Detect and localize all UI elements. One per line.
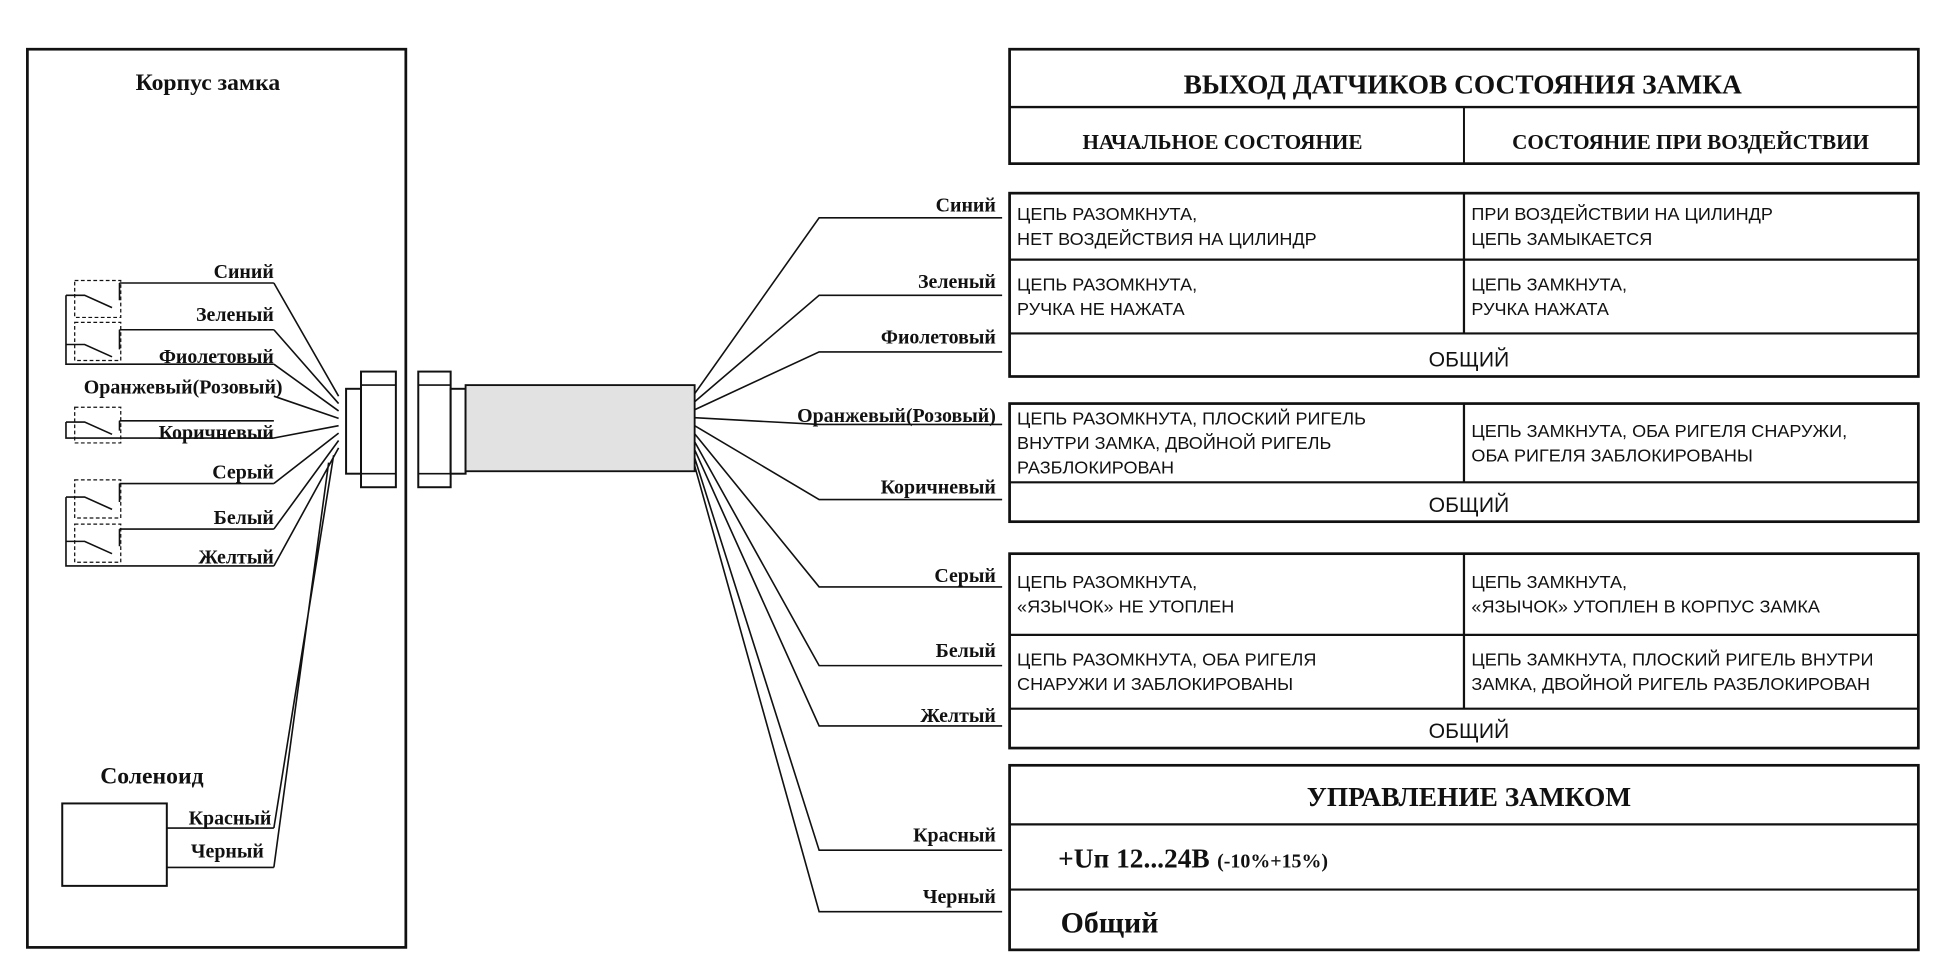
housing-wire-label: Зеленый	[196, 304, 274, 326]
state-cell-active: ОБА РИГЕЛЯ ЗАБЛОКИРОВАНЫ	[1471, 445, 1752, 465]
state-cell-active: РУЧКА НАЖАТА	[1471, 299, 1609, 319]
state-cell-initial: ЦЕПЬ РАЗОМКНУТА,	[1017, 274, 1197, 294]
state-cell-initial: ВНУТРИ ЗАМКА, ДВОЙНОЙ РИГЕЛЬ	[1017, 432, 1331, 453]
housing-wire-label: Фиолетовый	[159, 346, 274, 368]
state-cell-active: ЦЕПЬ ЗАМЫКАЕТСЯ	[1471, 229, 1652, 249]
state-cell-active: ЦЕПЬ ЗАМКНУТА, ОБА РИГЕЛЯ СНАРУЖИ,	[1471, 421, 1847, 441]
supply-voltage-row: +Uп 12...24В (-10%+15%)	[1058, 844, 1328, 874]
control-table-title: УПРАВЛЕНИЕ ЗАМКОМ	[1307, 782, 1631, 812]
cable-wire	[694, 294, 1003, 403]
common-cell: ОБЩИЙ	[1429, 719, 1510, 743]
supply-tolerance: (-10%+15%)	[1217, 851, 1328, 873]
cable-wire	[693, 216, 1003, 395]
cable-wire	[693, 465, 1003, 913]
control-common: Общий	[1061, 908, 1159, 940]
solenoid-wire-label: Красный	[189, 807, 272, 829]
cable-wire-label: Оранжевый(Розовый)	[797, 405, 996, 427]
cable-wire	[693, 449, 1003, 727]
cable-wire	[694, 433, 1003, 588]
solenoid-title: Соленоид	[100, 764, 203, 790]
right-wires	[693, 216, 1003, 913]
state-cell-active: ЦЕПЬ ЗАМКНУТА, ПЛОСКИЙ РИГЕЛЬ ВНУТРИ	[1471, 649, 1873, 670]
column-header-active: СОСТОЯНИЕ ПРИ ВОЗДЕЙСТВИИ	[1512, 130, 1869, 154]
state-cell-active: ЗАМКА, ДВОЙНОЙ РИГЕЛЬ РАЗБЛОКИРОВАН	[1471, 673, 1870, 694]
solenoid-box	[61, 802, 168, 887]
cable-wire-label: Фиолетовый	[881, 326, 996, 348]
state-cell-initial: НЕТ ВОЗДЕЙСТВИЯ НА ЦИЛИНДР	[1017, 228, 1317, 249]
connector-plug	[345, 370, 397, 489]
cable-wire	[694, 425, 1003, 501]
state-cell-initial: ЦЕПЬ РАЗОМКНУТА, ОБА РИГЕЛЯ	[1017, 650, 1316, 670]
switch-icons	[65, 279, 274, 567]
column-header-initial: НАЧАЛЬНОЕ СОСТОЯНИЕ	[1082, 130, 1362, 154]
state-cell-initial: ЦЕПЬ РАЗОМКНУТА, ПЛОСКИЙ РИГЕЛЬ	[1017, 408, 1366, 429]
sensor-table-title: ВЫХОД ДАТЧИКОВ СОСТОЯНИЯ ЗАМКА	[1184, 70, 1743, 100]
housing-wire-label: Желтый	[198, 547, 274, 569]
connector-socket	[417, 370, 467, 489]
solenoid-wire-label: Черный	[191, 841, 264, 863]
state-cell-initial: ЦЕПЬ РАЗОМКНУТА,	[1017, 572, 1197, 592]
state-cell-active: ЦЕПЬ ЗАМКНУТА,	[1471, 274, 1627, 294]
lock-housing-box	[26, 47, 408, 949]
cable-wire	[694, 416, 1003, 426]
housing-wire-label: Коричневый	[159, 422, 274, 444]
cable-wire-label: Черный	[923, 886, 996, 908]
state-cell-active: «ЯЗЫЧОК» УТОПЛЕН В КОРПУС ЗАМКА	[1471, 597, 1820, 617]
state-cell-active: ЦЕПЬ ЗАМКНУТА,	[1471, 572, 1627, 592]
housing-wire-label: Синий	[214, 261, 274, 283]
state-cell-active: ПРИ ВОЗДЕЙСТВИИ НА ЦИЛИНДР	[1471, 203, 1773, 224]
state-cell-initial: РАЗБЛОКИРОВАН	[1017, 458, 1174, 478]
state-cell-initial: СНАРУЖИ И ЗАБЛОКИРОВАНЫ	[1017, 674, 1293, 694]
lock-housing-title: Корпус замка	[136, 70, 281, 96]
state-cell-initial: ЦЕПЬ РАЗОМКНУТА,	[1017, 204, 1197, 224]
cable-wire-label: Синий	[936, 195, 996, 217]
common-cell: ОБЩИЙ	[1429, 493, 1510, 517]
cable-wire-label: Зеленый	[918, 271, 996, 293]
cable-wire-label: Коричневый	[881, 476, 996, 498]
common-cell: ОБЩИЙ	[1429, 348, 1510, 372]
cable-wire-label: Красный	[913, 825, 996, 847]
housing-wire-label: Серый	[212, 462, 274, 484]
supply-voltage: +Uп 12...24В	[1058, 844, 1210, 874]
cable-wire-label: Белый	[936, 640, 996, 662]
cable-wire	[693, 441, 1003, 667]
state-cell-initial: РУЧКА НЕ НАЖАТА	[1017, 299, 1185, 319]
left-wires	[273, 282, 340, 868]
housing-wire-label: Оранжевый(Розовый)	[84, 377, 283, 399]
cable-wire	[693, 457, 1003, 851]
state-cell-initial: «ЯЗЫЧОК» НЕ УТОПЛЕН	[1017, 597, 1234, 617]
housing-wire-label: Белый	[214, 507, 274, 529]
cable-wire	[694, 351, 1003, 411]
cable-wire-label: Желтый	[920, 705, 996, 727]
cable-wire-label: Серый	[934, 565, 996, 587]
cable	[464, 384, 696, 473]
